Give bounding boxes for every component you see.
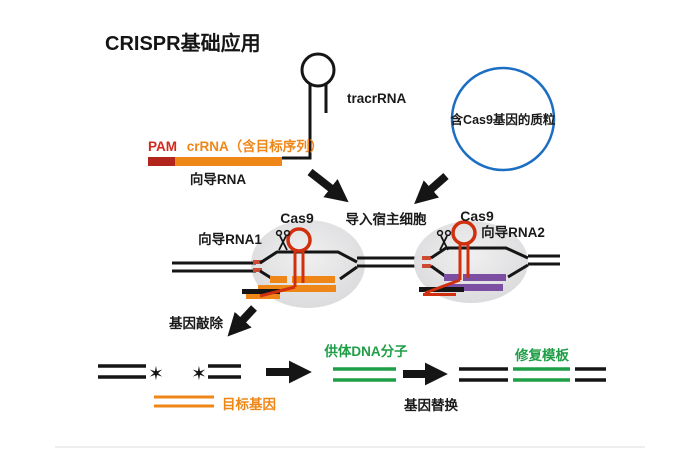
dna-bubble-top	[259, 250, 358, 265]
crrna-pairing-bar	[463, 274, 506, 281]
arrow-knockout-icon	[227, 305, 257, 337]
pam-segment-bar	[148, 157, 175, 166]
sgrna-hairpin-loop	[451, 220, 477, 246]
sgrna-tail	[259, 285, 296, 298]
arrow-guide-to-cell-icon	[307, 168, 349, 203]
deliver-host-cell-label: 导入宿主细胞	[346, 211, 427, 227]
arrow-plasmid-to-cell-icon	[414, 173, 449, 205]
sgrna-tail	[424, 278, 461, 295]
scissors-icon	[275, 229, 291, 251]
page-title: CRISPR基础应用	[105, 31, 261, 55]
knockout-label: 基因敲除	[169, 315, 223, 331]
plasmid-circle	[450, 66, 556, 172]
gene-replace-label: 基因替换	[404, 397, 458, 413]
dna-bubble-bottom-left	[430, 264, 446, 278]
cas9-left-label: Cas9	[280, 210, 314, 226]
tracrrna-stem	[282, 83, 312, 160]
pam-site-tick	[422, 256, 431, 260]
tracrrna-hairpin: tracrRNA	[282, 52, 407, 160]
cas9-plasmid: 含Cas9基因的质粒	[450, 66, 556, 172]
cas9-protein-blob	[414, 221, 528, 303]
donor-dna-label: 供体DNA分子	[323, 343, 408, 359]
crrna-pairing-bar	[444, 274, 459, 281]
crrna-segment-bar	[175, 157, 282, 166]
pam-site-tick	[253, 268, 262, 272]
break-star-icon: ✶	[191, 364, 207, 385]
guide-rna1-label: 向导RNA1	[198, 231, 262, 247]
knockout-branch: 基因敲除 ✶ ✶ 目标基因	[98, 305, 276, 412]
scissors-icon	[436, 229, 452, 251]
pam-label: PAM	[148, 139, 177, 154]
crrna-pairing-bar	[258, 285, 336, 292]
replacement-branch: 供体DNA分子 基因替换 修复模板	[266, 343, 606, 413]
cas9-complex-left: Cas9 向导RNA1	[172, 210, 365, 308]
cas9-complex-right: Cas9 向导RNA2	[414, 208, 560, 303]
cas9-right-label: Cas9	[460, 208, 494, 224]
crrna-label: crRNA（含目标序列）	[187, 138, 324, 154]
break-star-icon: ✶	[148, 364, 164, 385]
pam-site-tick	[253, 260, 262, 264]
displaced-strand	[419, 287, 464, 292]
dna-bubble-top	[430, 246, 529, 260]
displaced-strand	[242, 289, 280, 294]
target-gene-label: 目标基因	[222, 396, 276, 412]
pam-site-tick	[422, 264, 431, 268]
tracrrna-loop	[300, 52, 336, 88]
guide-rna2-label: 向导RNA2	[481, 224, 545, 240]
crrna-pairing-bar	[446, 284, 503, 291]
dna-bubble-bottom-right	[507, 263, 529, 279]
tracrrna-label: tracrRNA	[347, 91, 407, 106]
sgrna-hairpin-loop	[286, 227, 312, 253]
repair-template-label: 修复模板	[514, 347, 569, 363]
guide-rna-construct: PAM crRNA（含目标序列） 向导RNA	[148, 138, 323, 187]
plasmid-label: 含Cas9基因的质粒	[450, 112, 556, 127]
crrna-pairing-bar	[270, 276, 287, 283]
pam-crrna-label: PAM crRNA（含目标序列）	[148, 138, 323, 154]
guide-rna-label: 向导RNA	[190, 171, 246, 187]
dna-bubble-bottom-right	[339, 265, 358, 281]
sgrna-tail-bar	[423, 293, 456, 296]
crrna-pairing-bar	[292, 276, 335, 283]
